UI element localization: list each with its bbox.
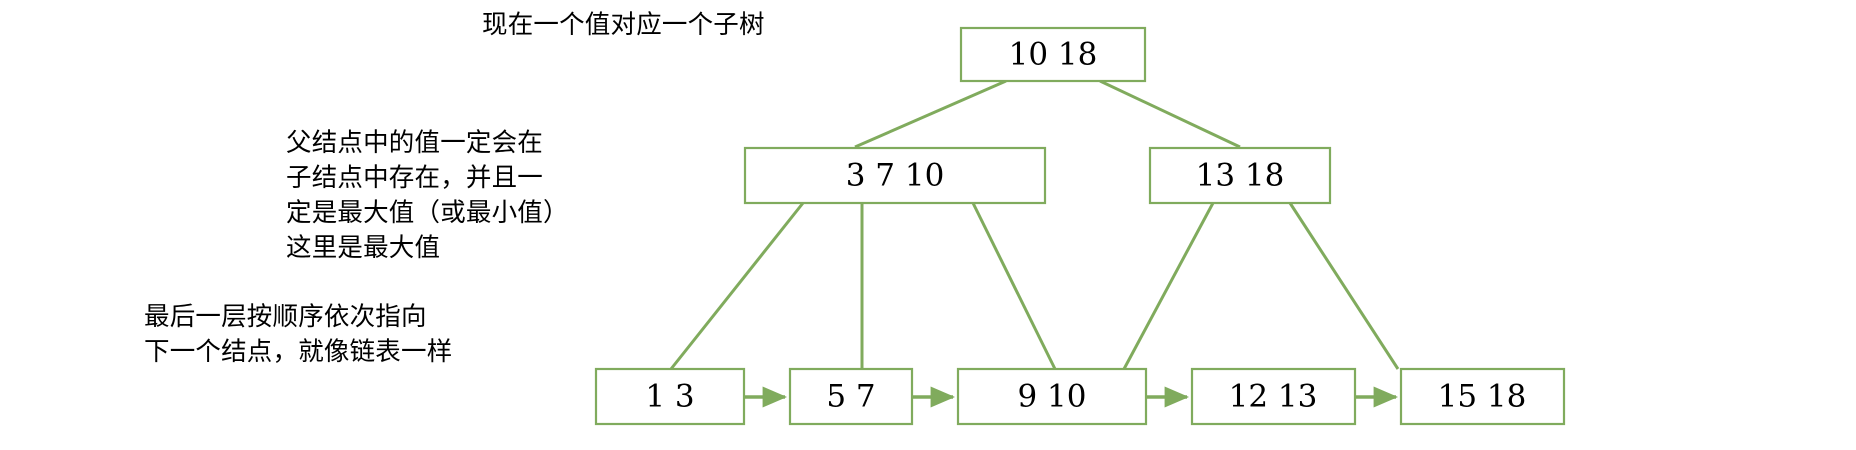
node-leaf-4[interactable]: 12 13 (1190, 367, 1357, 426)
node-root-label: 10 18 (1009, 37, 1098, 73)
node-leaf-2-box[interactable] (788, 367, 914, 426)
edge-internal-right-to-leaf-5 (1288, 202, 1400, 370)
node-leaf-2-label: 5 7 (826, 379, 875, 415)
node-root-box[interactable] (959, 26, 1147, 83)
node-leaf-2[interactable]: 5 7 (788, 367, 914, 426)
node-leaf-5[interactable]: 15 18 (1399, 367, 1566, 426)
node-leaf-5-label: 15 18 (1438, 379, 1527, 415)
edge-internal-left-to-leaf-1 (669, 202, 805, 370)
node-leaf-1[interactable]: 1 3 (594, 367, 746, 426)
node-leaf-3-box[interactable] (956, 367, 1148, 426)
node-internal-right-box[interactable] (1148, 146, 1332, 205)
edge-root-to-internal-right (1099, 79, 1241, 149)
edge-internal-right-to-leaf-4 (1122, 202, 1215, 370)
edges-root-to-internal (854, 79, 1241, 149)
node-leaf-5-box[interactable] (1399, 367, 1566, 426)
annotation-top: 现在一个值对应一个子树 (482, 10, 765, 40)
edge-root-to-internal-left (854, 79, 1007, 149)
node-leaf-3[interactable]: 9 10 (956, 367, 1148, 426)
node-root[interactable]: 10 18 (959, 26, 1147, 83)
edges-internal-left-to-leaves (669, 202, 1057, 370)
node-internal-left[interactable]: 3 7 10 (743, 146, 1047, 205)
node-leaf-3-label: 9 10 (1017, 379, 1086, 415)
node-leaf-1-label: 1 3 (645, 379, 694, 415)
edges-internal-right-to-leaves (1122, 202, 1400, 370)
node-internal-right-label: 13 18 (1196, 158, 1285, 194)
annotation-leaf-linked-list: 最后一层按顺序依次指向 下一个结点，就像链表一样 (144, 302, 453, 367)
node-leaf-4-box[interactable] (1190, 367, 1357, 426)
node-leaf-4-label: 12 13 (1229, 379, 1318, 415)
node-leaf-1-box[interactable] (594, 367, 746, 426)
annotation-parent-node-rule: 父结点中的值一定会在 子结点中存在，并且一 定是最大值（或最小值） 这里是最大值 (286, 128, 569, 263)
edge-internal-left-to-leaf-3 (971, 202, 1057, 370)
node-internal-right[interactable]: 13 18 (1148, 146, 1332, 205)
node-internal-left-box[interactable] (743, 146, 1047, 205)
node-internal-left-label: 3 7 10 (846, 158, 945, 194)
